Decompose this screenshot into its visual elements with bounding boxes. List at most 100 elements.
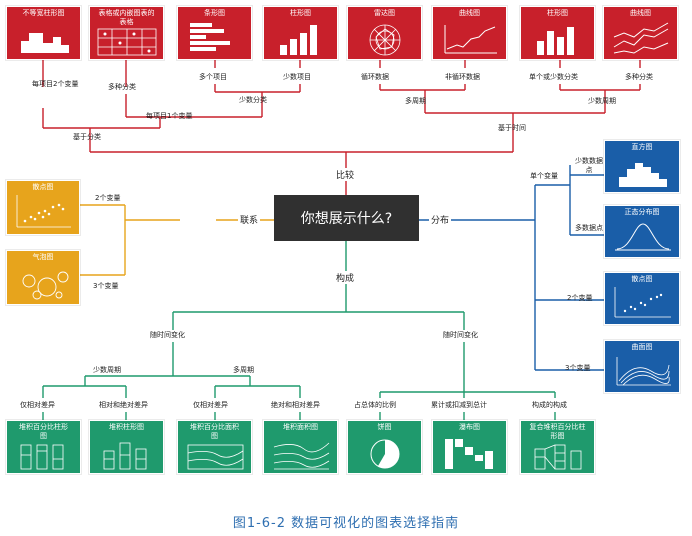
label-two-variables: 2个变量 [95,194,121,202]
card-title: 柱形图 [290,9,311,17]
card-stacked-percent-area: 堆积百分比面积图 [177,420,252,474]
line-chart-icon [444,25,497,54]
label-three-variables: 3个变量 [93,282,119,290]
label-single-or-few-categories: 单个或少数分类 [529,73,578,81]
card-title: 条形图 [204,9,225,17]
label-many-periods-comp: 多周期 [233,366,254,374]
stacked-percent-column-icon [20,444,64,470]
branch-compare: 比较 [334,168,357,181]
label-one-variable-per-item: 每项目1个变量 [146,112,193,120]
label-many-data-points: 多数据点 [575,224,603,232]
label-two-variables-dist: 2个变量 [567,294,593,302]
card-title: 柱形图 [547,9,568,17]
branch-relation: 联系 [238,213,261,226]
card-column-chart-2: 柱形图 [520,6,595,60]
label-share-of-total: 占总体的比例 [354,401,396,409]
waterfall-icon [445,439,493,469]
label-few-periods: 少数周期 [588,97,616,105]
card-title: 曲线图 [630,9,651,17]
label-cyclic-data: 循环数据 [361,73,389,81]
card-histogram: 直方图 [604,140,680,193]
label-by-time: 基于时间 [498,124,526,132]
column-icon [280,25,317,55]
label-accumulate-to-total: 累计或扣减到总计 [431,401,487,409]
multi-line-icon [613,22,669,54]
card-title: 瀑布图 [459,423,480,431]
label-many-categories-2: 多种分类 [625,73,653,81]
scatter-icon [16,195,71,228]
card-stacked-column: 堆积柱形图 [89,420,164,474]
label-absolute-and-relative: 绝对和相对差异 [271,401,320,409]
card-scatter-chart-2: 散点图 [604,272,680,325]
card-bar-chart: 条形图 [177,6,252,60]
radar-icon [369,24,401,56]
card-radar-chart: 雷达图 [347,6,422,60]
figure-caption: 图1-6-2 数据可视化的图表选择指南 [232,516,460,531]
label-two-variables-per-item: 每项目2个变量 [32,80,79,88]
branch-distribution: 分布 [429,213,452,226]
scatter-icon [614,287,671,318]
stacked-column-icon [103,442,147,470]
unequal-column-icon [21,33,69,53]
label-relative-only: 仅相对差异 [20,401,55,409]
label-non-cyclic-data: 非循环数据 [445,73,480,81]
label-few-categories: 少数分类 [239,96,267,104]
card-title: 气泡图 [32,253,54,261]
label-few-data-points: 少数数据点 [575,157,603,174]
card-title: 散点图 [32,183,54,191]
histogram-icon [619,163,667,187]
central-question: 你想展示什么? [274,195,419,241]
stacked-percent-area-icon [187,444,244,470]
card-title: 不等宽柱形图 [22,9,65,17]
column-icon [537,27,574,55]
card-composite-stacked-percent-column: 复合堆积百分比柱形图 [520,420,595,474]
card-title: 堆积百分比柱形图 [19,423,68,440]
card-title: 堆积面积图 [283,423,318,431]
stacked-area-icon [273,442,330,470]
card-title: 表格或内嵌图表的表格 [98,9,155,26]
label-many-categories: 多种分类 [108,83,136,91]
card-title: 曲面图 [631,343,653,351]
label-single-variable: 单个变量 [530,172,558,180]
card-line-chart-2: 曲线图 [603,6,678,60]
surface-icon [616,357,671,386]
card-line-chart: 曲线图 [432,6,507,60]
label-few-periods-comp: 少数周期 [93,366,121,374]
bubble-icon [22,271,69,300]
label-over-time-2: 随时间变化 [443,331,478,339]
card-waterfall-chart: 瀑布图 [432,420,507,474]
branch-composition: 构成 [334,271,357,284]
card-title: 正态分布图 [624,208,660,216]
label-few-items: 少数项目 [283,73,311,81]
card-title: 复合堆积百分比柱形图 [529,423,586,440]
label-by-category: 基于分类 [73,133,101,141]
composite-stacked-icon [534,444,582,470]
card-title: 堆积百分比面积图 [190,423,239,440]
table-icon [97,28,157,56]
card-title: 堆积柱形图 [109,423,144,431]
card-title: 饼图 [377,423,392,431]
card-stacked-percent-column: 堆积百分比柱形图 [6,420,81,474]
label-many-periods: 多周期 [405,97,426,105]
pie-icon [370,439,400,469]
label-composition-of-composition: 构成的构成 [532,401,567,409]
label-over-time: 随时间变化 [150,331,185,339]
label-relative-and-absolute: 相对和绝对差异 [99,401,148,409]
card-column-chart: 柱形图 [263,6,338,60]
card-title: 散点图 [631,275,653,283]
label-many-items: 多个项目 [199,73,227,81]
label-three-variables-dist: 3个变量 [565,364,591,372]
card-bubble-chart: 气泡图 [6,250,80,305]
card-title: 曲线图 [459,9,480,17]
card-scatter-chart: 散点图 [6,180,80,235]
label-relative-only-2: 仅相对差异 [193,401,228,409]
card-stacked-area: 堆积面积图 [263,420,338,474]
card-table-embedded-chart: 表格或内嵌图表的表格 [89,6,164,60]
card-normal-distribution: 正态分布图 [604,205,680,258]
card-title: 雷达图 [374,9,395,17]
horizontal-bar-icon [190,23,230,51]
bell-curve-icon [615,223,671,251]
card-title: 直方图 [631,143,653,151]
card-surface-chart: 曲面图 [604,340,680,393]
